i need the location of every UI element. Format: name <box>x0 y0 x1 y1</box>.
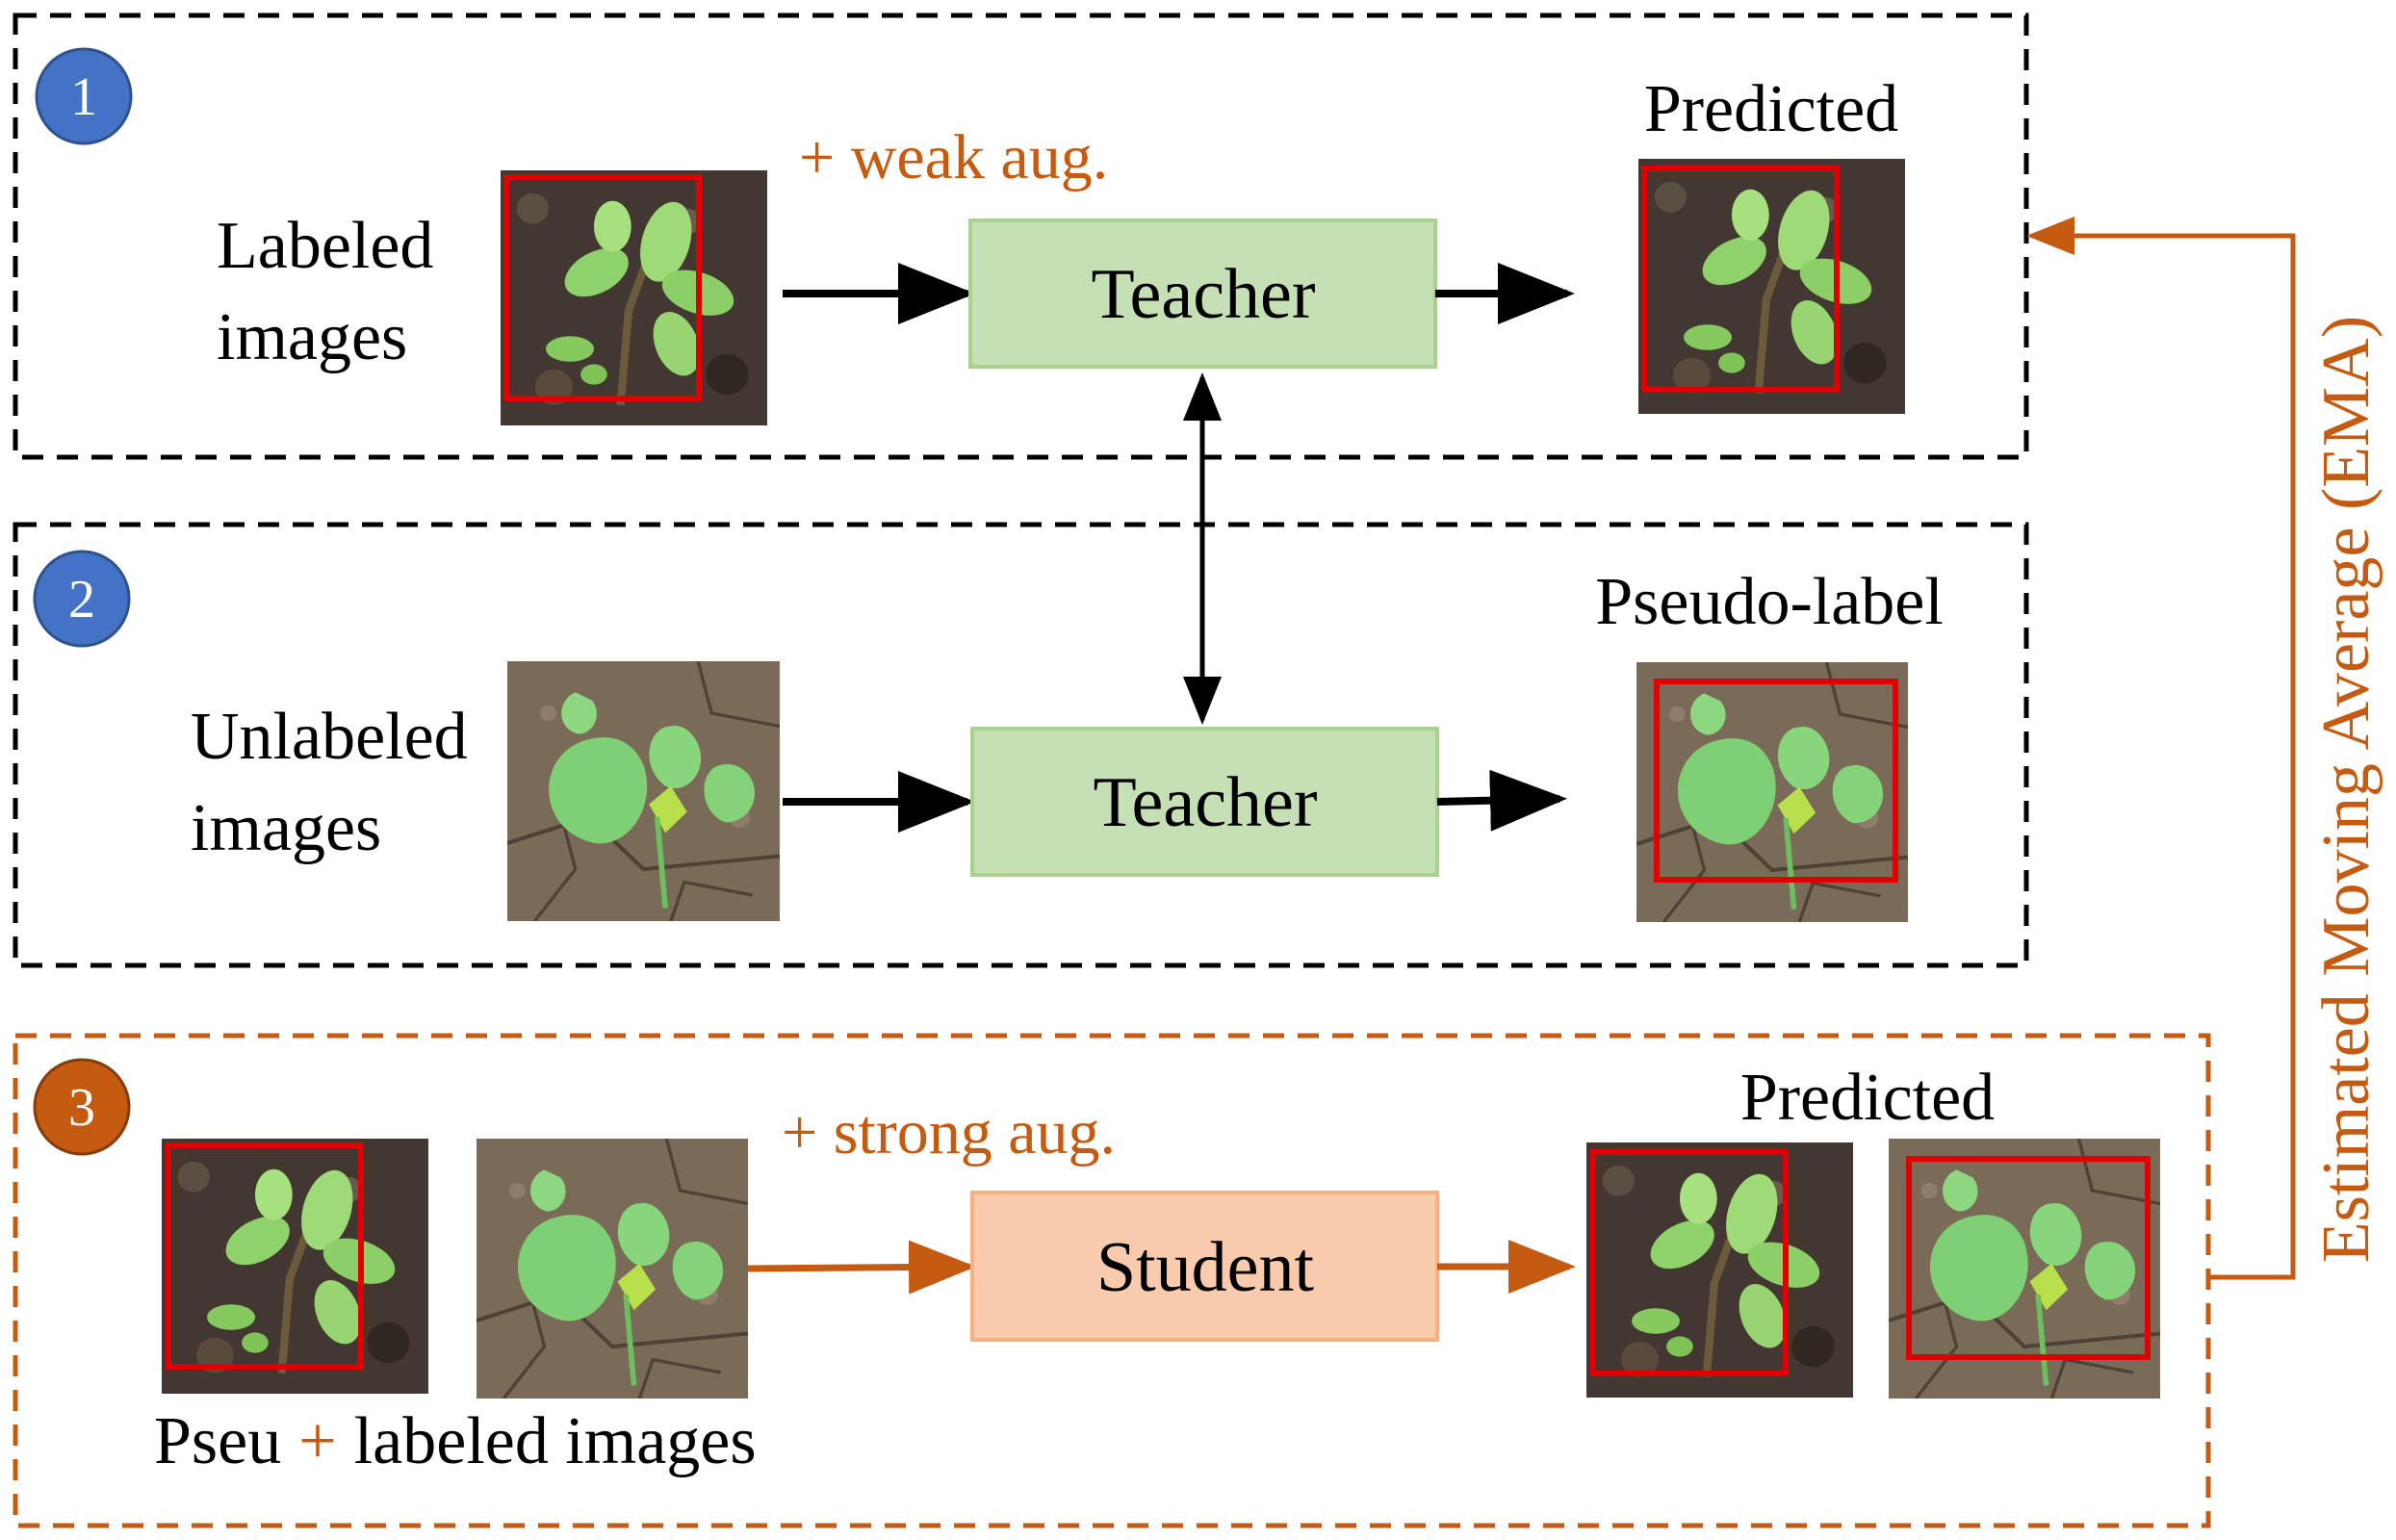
stage2-input-image <box>507 661 780 921</box>
stage3-output-bbox-1 <box>1590 1149 1789 1376</box>
stage3-group: 3 + strong aug. Student Predicted Pseu+l… <box>13 1033 2211 1528</box>
stage3-output-image-pseudo <box>1889 1139 2160 1399</box>
stage3-input-bbox <box>166 1142 364 1370</box>
stage2-teacher-label: Teacher <box>1093 763 1317 842</box>
stage2-teacher-box: Teacher <box>970 727 1439 877</box>
stage1-badge: 1 <box>35 47 133 145</box>
stage2-input-label-line1: Unlabeled <box>191 700 468 774</box>
stage2-badge-circle <box>33 550 131 648</box>
stage3-badge-number: 3 <box>68 1078 95 1138</box>
ema-label: Estimated Moving Average (EMA) <box>2309 316 2383 1263</box>
stage1-aug-label: + weak aug. <box>799 122 1108 192</box>
stage1-output-label: Predicted <box>1644 72 1898 146</box>
stage3-input-image-pseudo <box>477 1139 748 1399</box>
stage1-teacher-label: Teacher <box>1091 255 1315 334</box>
stage3-student-label: Student <box>1096 1228 1315 1307</box>
stage3-student-box: Student <box>970 1191 1439 1342</box>
stage1-input-label-line2: images <box>217 300 407 374</box>
stage1-input-image <box>501 170 767 425</box>
stage3-frame <box>13 1033 2211 1528</box>
stage1-output-image <box>1638 159 1905 414</box>
stage1-input-bbox <box>503 174 702 401</box>
stage3-input-label: Pseu+labeled images <box>154 1404 757 1478</box>
stage1-badge-circle <box>35 47 133 145</box>
stage2-input-label-line2: images <box>191 791 381 865</box>
stage3-input-label-plus: + <box>298 1404 336 1478</box>
stage3-badge-circle <box>33 1058 131 1156</box>
stage3-output-label: Predicted <box>1740 1061 1995 1135</box>
stage3-badge: 3 <box>33 1058 131 1156</box>
stage2-badge-number: 2 <box>68 570 95 629</box>
stage3-input-label-part1: Pseu <box>154 1404 281 1478</box>
stage1-teacher-box: Teacher <box>968 218 1437 369</box>
stage2-output-bbox <box>1654 679 1898 883</box>
stage3-output-bbox-2 <box>1906 1156 2151 1360</box>
stage3-input-image-labeled <box>162 1139 428 1394</box>
stage1-group: 1 Labeled images + weak aug. Teacher Pre… <box>13 13 2029 460</box>
stage3-input-label-part2: labeled images <box>354 1404 757 1478</box>
stage1-badge-number: 1 <box>70 67 97 127</box>
stage2-group: 2 Unlabeled images Teacher Pseudo-label <box>13 522 2029 968</box>
stage3-aug-label: + strong aug. <box>782 1097 1116 1168</box>
stage3-output-image-labeled <box>1586 1142 1853 1398</box>
stage3-input-arrow <box>747 1240 976 1295</box>
stage1-output-bbox <box>1641 166 1840 393</box>
stage2-badge: 2 <box>33 550 131 648</box>
stage1-input-label-line1: Labeled <box>217 209 433 283</box>
stage2-output-arrow <box>1436 769 1567 832</box>
ema-feedback-arrow <box>2026 217 2296 1280</box>
stage2-frame <box>13 522 2029 968</box>
stage2-output-label: Pseudo-label <box>1595 565 1944 639</box>
stage2-output-image <box>1636 662 1908 922</box>
